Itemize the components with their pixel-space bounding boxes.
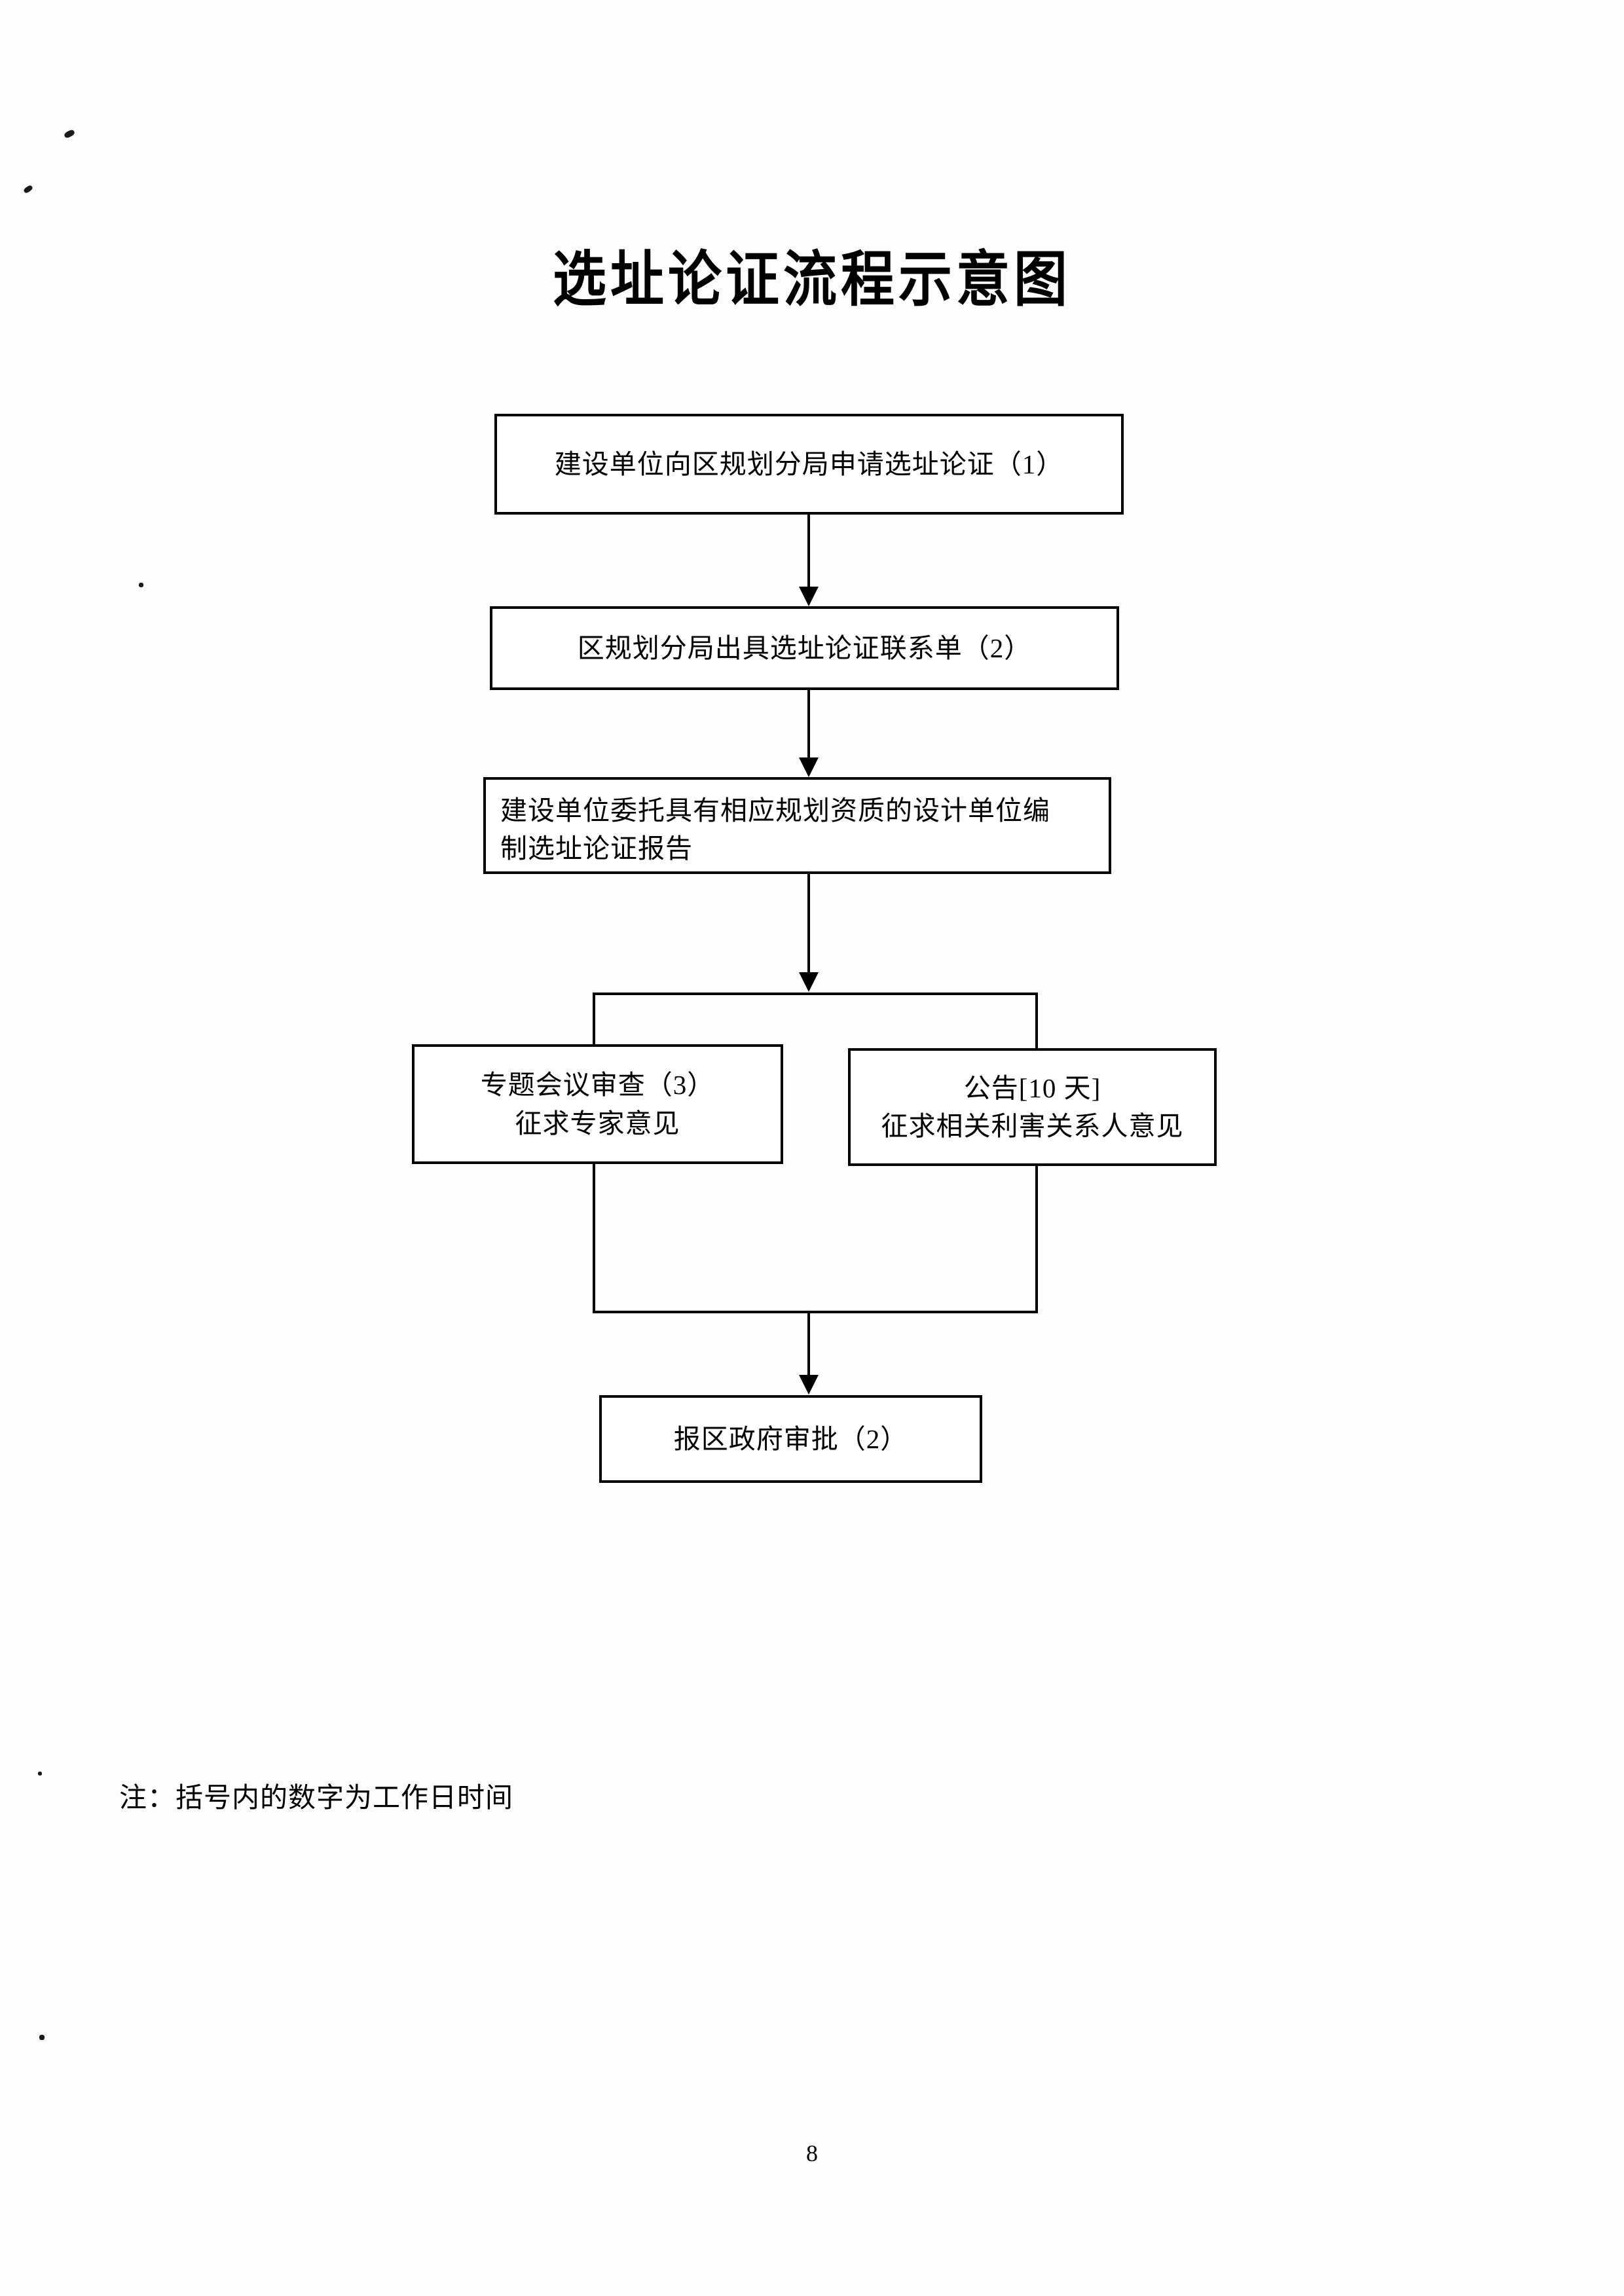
scan-speck xyxy=(38,1772,42,1776)
edge-apply-to-issue-arrowhead xyxy=(799,587,819,606)
footnote: 注：括号内的数字为工作日时间 xyxy=(119,1783,514,1813)
flow-node-issue[interactable]: 区规划分局出具选址论证联系单（2） xyxy=(490,606,1119,690)
split-branch-left-leg xyxy=(593,993,595,1046)
flow-node-apply-line-1: 建设单位向区规划分局申请选址论证（1） xyxy=(554,448,1064,479)
merge-branch-right-leg xyxy=(1035,1166,1038,1313)
edge-merge-to-approve xyxy=(807,1313,810,1377)
edge-issue-to-entrust xyxy=(807,690,810,759)
flow-node-approve[interactable]: 报区政府审批（2） xyxy=(599,1395,982,1483)
edge-issue-to-entrust-arrowhead xyxy=(799,757,819,777)
page-number: 8 xyxy=(806,2140,818,2166)
flow-node-apply[interactable]: 建设单位向区规划分局申请选址论证（1） xyxy=(494,414,1124,515)
flow-node-entrust-line-2: 制选址论证报告 xyxy=(500,833,693,864)
edge-merge-to-approve-arrowhead xyxy=(799,1375,819,1394)
flow-node-entrust-line-1: 建设单位委托具有相应规划资质的设计单位编 xyxy=(500,795,1050,826)
split-branch-right-leg xyxy=(1035,993,1038,1050)
edge-apply-to-issue xyxy=(807,515,810,588)
page-title: 选址论证流程示意图 xyxy=(552,246,1071,314)
scan-speck xyxy=(63,128,76,139)
flow-node-review-line-1: 专题会议审查（3） xyxy=(480,1070,715,1101)
flow-node-review-line-2: 征求专家意见 xyxy=(515,1108,680,1139)
merge-branch-left-leg xyxy=(593,1164,595,1313)
flow-node-entrust[interactable]: 建设单位委托具有相应规划资质的设计单位编 制选址论证报告 xyxy=(483,777,1111,874)
scan-speck xyxy=(22,184,34,194)
flow-node-notice-line-1: 公告[10 天] xyxy=(963,1072,1101,1103)
flow-node-review[interactable]: 专题会议审查（3） 征求专家意见 xyxy=(412,1044,783,1164)
split-branch-bar xyxy=(593,993,1038,995)
scan-speck xyxy=(39,2035,45,2040)
flow-node-issue-line-1: 区规划分局出具选址论证联系单（2） xyxy=(577,632,1032,663)
edge-entrust-to-split-arrowhead xyxy=(799,972,819,992)
edge-entrust-to-split xyxy=(807,874,810,974)
flow-node-notice-line-2: 征求相关利害关系人意见 xyxy=(881,1111,1184,1141)
scan-speck xyxy=(139,583,143,587)
merge-branch-bar xyxy=(593,1311,1038,1313)
flow-node-approve-line-1: 报区政府审批（2） xyxy=(673,1423,908,1454)
flow-node-notice[interactable]: 公告[10 天] 征求相关利害关系人意见 xyxy=(848,1048,1217,1166)
